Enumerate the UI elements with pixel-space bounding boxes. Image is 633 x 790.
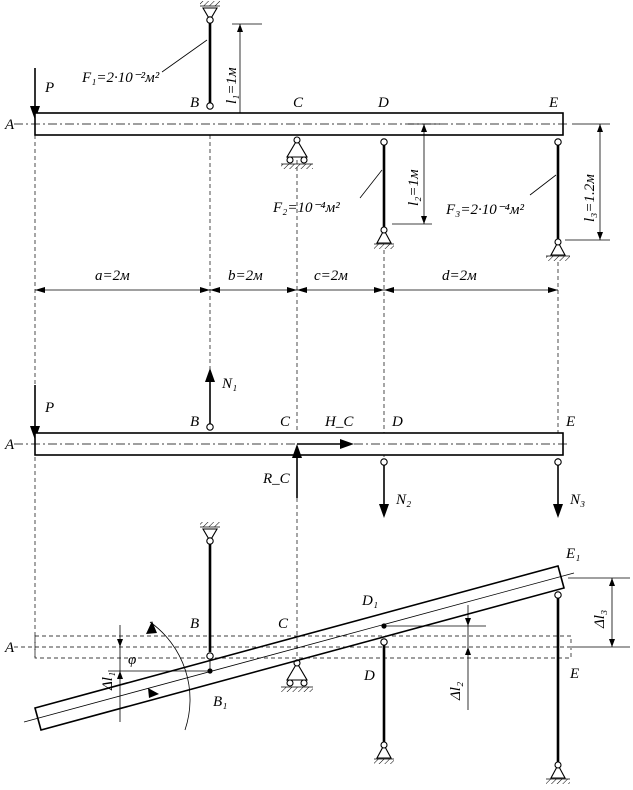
- rotated-beam: [34, 565, 565, 731]
- hinge-d-top: [380, 138, 388, 146]
- point-c-label: C: [293, 95, 304, 111]
- l3-label: l₃=1.2м: [582, 174, 598, 222]
- dl2-label: Δl₂: [448, 682, 464, 701]
- fbd-point-d-label: D: [391, 414, 403, 430]
- f3-leader: [529, 174, 557, 196]
- def-rod-3-support: [546, 761, 570, 784]
- system-scheme: P F₁=2·10⁻²м² l₁=1м A B C D E: [4, 1, 610, 660]
- point-e1-label: E₁: [565, 546, 580, 562]
- f1-leader: [161, 39, 208, 73]
- fbd-point-e-label: E: [565, 414, 575, 430]
- fbd-point-a-label: A: [4, 437, 15, 453]
- load-p-label: P: [44, 80, 54, 96]
- fbd-load-p-label: P: [44, 400, 54, 416]
- fbd-hinge-b: [206, 423, 214, 431]
- point-d-label: D: [377, 95, 389, 111]
- def-hinge-d: [380, 638, 388, 646]
- point-a-label: A: [4, 117, 15, 133]
- def-point-a-label: A: [4, 640, 15, 656]
- fbd-point-c-label: C: [280, 414, 291, 430]
- l2-label: l₂=1м: [406, 169, 422, 206]
- point-d1-label: D₁: [361, 593, 378, 609]
- def-rod-1-support: [200, 522, 220, 545]
- span-dimensions: a=2м b=2м c=2м d=2м: [35, 268, 558, 293]
- def-point-d-label: D: [363, 668, 375, 684]
- force-hc-label: H_C: [324, 414, 354, 430]
- rod-2-support: [374, 226, 394, 249]
- dl1-label: Δl₁: [100, 672, 116, 691]
- dim-c-label: c=2м: [314, 268, 348, 284]
- force-rc-label: R_C: [262, 471, 291, 487]
- fbd-point-b-label: B: [190, 414, 199, 430]
- def-hinge-b: [206, 652, 214, 660]
- def-hinge-e: [554, 591, 562, 599]
- angle-phi-arc: [149, 621, 191, 731]
- force-n2-label: N₂: [395, 492, 411, 508]
- point-b-label: B: [190, 95, 199, 111]
- pin-support-c: [281, 136, 313, 169]
- l1-label: l₁=1м: [224, 67, 240, 104]
- dim-a-label: a=2м: [95, 268, 130, 284]
- fbd-hinge-d: [380, 458, 388, 466]
- rod-1-area-label: F₁=2·10⁻²м²: [81, 70, 160, 86]
- point-b1-label: B₁: [213, 694, 227, 710]
- def-rod-2-support: [374, 741, 394, 764]
- point-e-label: E: [548, 95, 558, 111]
- force-n1-label: N₁: [221, 376, 237, 392]
- force-n3-label: N₃: [569, 492, 585, 508]
- hinge-e-top: [554, 138, 562, 146]
- rod-1-support: [200, 1, 220, 24]
- def-pin-support-c: [281, 659, 313, 692]
- rod-3-area-label: F₃=2·10⁻⁴м²: [445, 202, 524, 218]
- rod-3-support: [546, 238, 570, 261]
- dl3-label: Δl₃: [592, 610, 608, 629]
- deformation-scheme: A B B₁ C: [4, 522, 630, 784]
- def-point-e-label: E: [569, 666, 579, 682]
- fbd-hinge-e: [554, 458, 562, 466]
- angle-phi-label: φ: [128, 652, 136, 668]
- dim-d-label: d=2м: [442, 268, 477, 284]
- hinge-b-top: [206, 102, 214, 110]
- rotated-beam-axis: [23, 572, 575, 723]
- def-point-c-label: C: [278, 616, 289, 632]
- free-body-diagram: P A B C D E N₁ H_C R_C N₂ N₃: [4, 368, 585, 518]
- f2-leader: [359, 169, 383, 199]
- dim-b-label: b=2м: [228, 268, 263, 284]
- rod-2-area-label: F₂=10⁻⁴м²: [272, 200, 340, 216]
- def-point-b-label: B: [190, 616, 199, 632]
